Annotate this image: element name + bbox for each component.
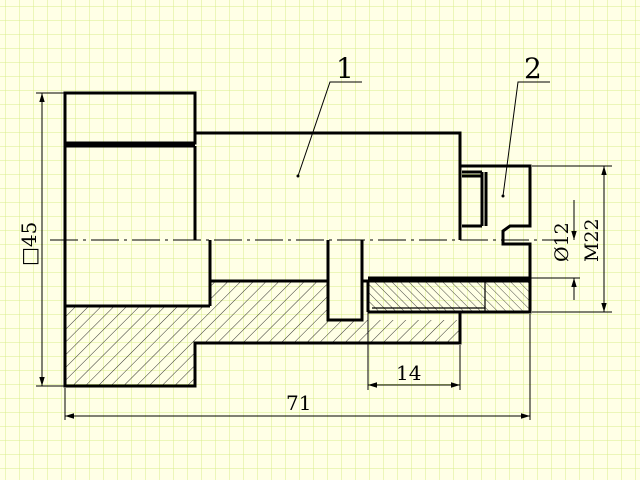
part1-shoulder-hatch xyxy=(210,281,328,306)
callout-part2: 2 xyxy=(524,52,542,85)
callout-dot-part2 xyxy=(501,194,505,198)
total-length-dimension xyxy=(64,314,531,420)
dimension-thread: M22 xyxy=(581,218,603,262)
callout-part1: 1 xyxy=(336,52,354,85)
thread-dimension xyxy=(532,165,612,313)
part1-outline xyxy=(63,91,462,388)
square-dimension xyxy=(36,92,64,387)
part1-section-hatch xyxy=(65,306,460,386)
callout-leaders xyxy=(297,81,550,197)
dimension-bore: Ø12 xyxy=(551,222,573,262)
dimension-length-short: 14 xyxy=(396,361,421,385)
part2-outline xyxy=(368,164,532,314)
part2-section-hatch xyxy=(368,281,530,311)
part2-thread-lines xyxy=(372,281,486,312)
callout-dot-part1 xyxy=(296,174,300,178)
dimension-length-total: 71 xyxy=(286,391,311,415)
dimension-square: □45 xyxy=(17,222,41,266)
short-length-dimension xyxy=(367,312,461,390)
bore-dimension xyxy=(530,200,580,300)
